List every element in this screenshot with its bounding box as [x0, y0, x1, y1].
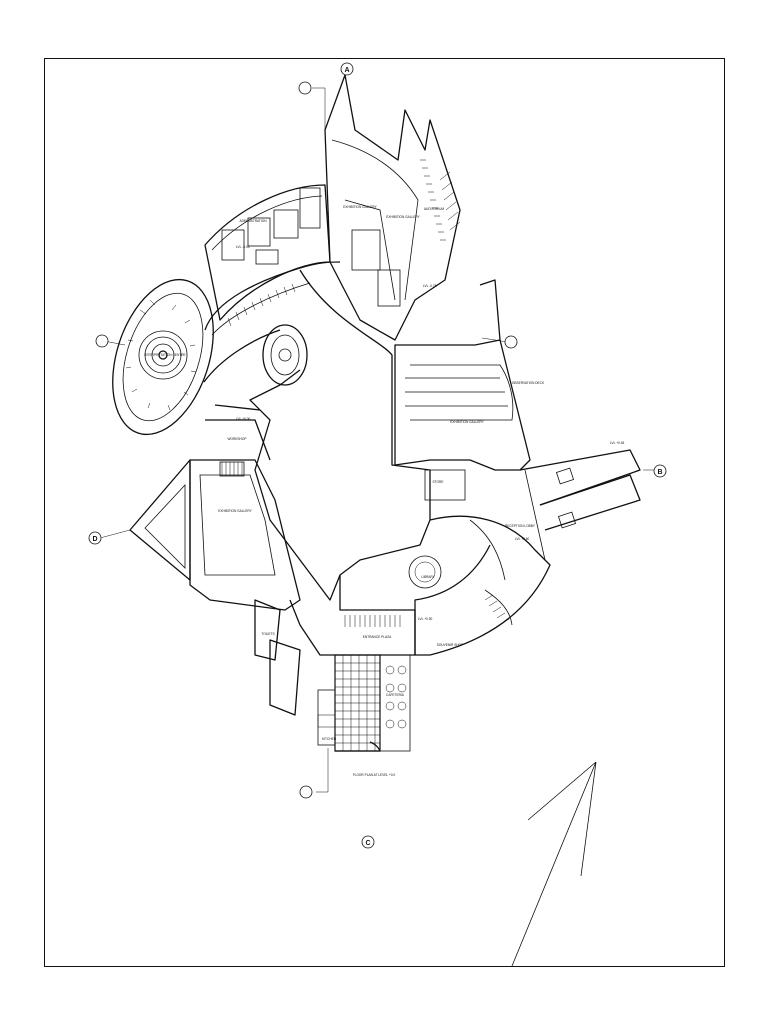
room-label: LIBRARY	[421, 575, 435, 579]
room-label: TOILETS	[261, 632, 274, 636]
grid-marker-a: A	[340, 62, 354, 76]
sheet-border	[44, 58, 725, 967]
grid-marker-b-label: B	[657, 469, 662, 476]
level-tag: LVL +0.60	[515, 537, 529, 541]
level-tags: LVL +0.00 LVL -0.75 LVL +0.45 LVL +0.60 …	[236, 245, 624, 621]
small-oval-pavilion	[262, 324, 308, 386]
building-plan	[99, 74, 660, 793]
room-label: AUDITORIUM	[424, 207, 444, 211]
grid-marker-c-label: C	[365, 840, 370, 847]
grid-marker-c-echo	[299, 785, 313, 799]
room-label: ADMINISTRATION	[239, 219, 267, 223]
grid-marker-b: B	[653, 464, 667, 478]
level-tag: LVL +0.00	[236, 417, 250, 421]
room-labels: INTERPRETATION CENTRE EXHIBITION GALLERY…	[144, 205, 545, 741]
grid-marker-d-label: D	[92, 536, 97, 543]
room-label: SOUVENIR SHOP	[437, 643, 464, 647]
room-label: EXHIBITION GALLERY	[343, 205, 377, 209]
north-arrow	[511, 761, 597, 967]
room-label: EXHIBITION GALLERY	[218, 509, 252, 513]
level-tag: LVL -0.45	[236, 245, 250, 249]
room-label: OBSERVATION DECK	[512, 381, 545, 385]
grid-marker-c: C	[361, 835, 375, 849]
west-circular-pavilion	[112, 278, 214, 436]
room-label: KITCHEN	[322, 737, 337, 741]
room-label: RECEPTION LOBBY	[505, 524, 536, 528]
room-label: EXHIBITION GALLERY	[386, 215, 420, 219]
room-label: ENTRANCE PLAZA	[363, 635, 392, 639]
grid-marker-west	[95, 334, 109, 348]
room-label: INTERPRETATION CENTRE	[144, 353, 185, 357]
level-tag: LVL +0.90	[418, 617, 432, 621]
grid-marker-d: D	[88, 531, 102, 545]
level-tag: LVL +0.45	[610, 441, 624, 445]
grid-marker-east	[504, 335, 518, 349]
room-label: EXHIBITION GALLERY	[450, 420, 484, 424]
cafeteria-block	[317, 654, 411, 752]
room-label: CAFETERIA	[386, 693, 405, 697]
room-label: WORKSHOP	[228, 437, 247, 441]
level-tag: LVL -0.75	[423, 284, 437, 288]
grid-marker-a-echo	[298, 81, 312, 95]
room-label: STORE	[433, 480, 444, 484]
grid-marker-a-label: A	[344, 67, 349, 74]
plan-caption: FLOOR PLAN AT LEVEL +0.0	[353, 773, 396, 777]
